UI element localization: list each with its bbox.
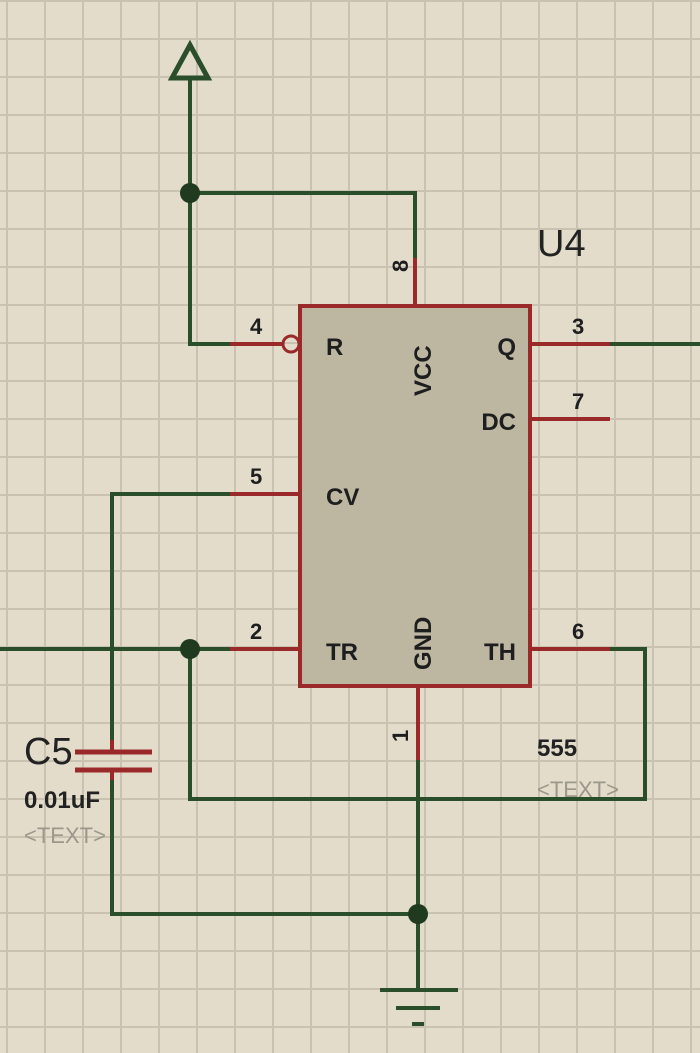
pin-name-th: TH	[484, 639, 516, 666]
pin-number-4: 4	[250, 314, 263, 339]
pin-number-6: 6	[572, 619, 584, 644]
pin-4-inversion-bubble-icon	[281, 334, 301, 354]
capacitor-value: 0.01uF	[24, 787, 100, 814]
chip-value: 555	[537, 735, 577, 762]
wire-cv-to-capacitor	[110, 492, 232, 742]
pin-name-tr: TR	[326, 639, 358, 666]
pin-number-5: 5	[250, 464, 262, 489]
junction-dot-vcc	[180, 183, 200, 203]
pin-number-1: 1	[388, 730, 413, 742]
wire-vcc-to-pin8	[188, 191, 417, 260]
pin-name-gnd: GND	[410, 617, 437, 670]
power-terminal-icon	[167, 39, 213, 81]
pin-name-dc: DC	[481, 409, 516, 436]
pin-number-7: 7	[572, 389, 584, 414]
chip-reference: U4	[537, 223, 586, 265]
pin-number-8: 8	[388, 260, 413, 272]
pin-name-r: R	[326, 334, 343, 361]
wire-vcc-supply	[188, 76, 277, 346]
capacitor-symbol-icon[interactable]	[75, 740, 152, 780]
capacitor-placeholder: <TEXT>	[24, 823, 106, 848]
capacitor-reference: C5	[24, 731, 73, 773]
chip-body[interactable]	[298, 304, 532, 688]
junction-dot-trigger	[180, 639, 200, 659]
pin-number-2: 2	[250, 619, 262, 644]
wire-capacitor-to-ground	[110, 776, 420, 916]
pin-name-vcc: VCC	[410, 345, 437, 396]
ground-symbol-icon	[380, 988, 458, 1026]
pin-number-3: 3	[572, 314, 584, 339]
junction-dot-ground	[408, 904, 428, 924]
pin-name-cv: CV	[326, 484, 359, 511]
chip-placeholder: <TEXT>	[537, 777, 619, 802]
pin-name-q: Q	[497, 334, 516, 361]
wire-tr-th-loop	[188, 647, 647, 801]
